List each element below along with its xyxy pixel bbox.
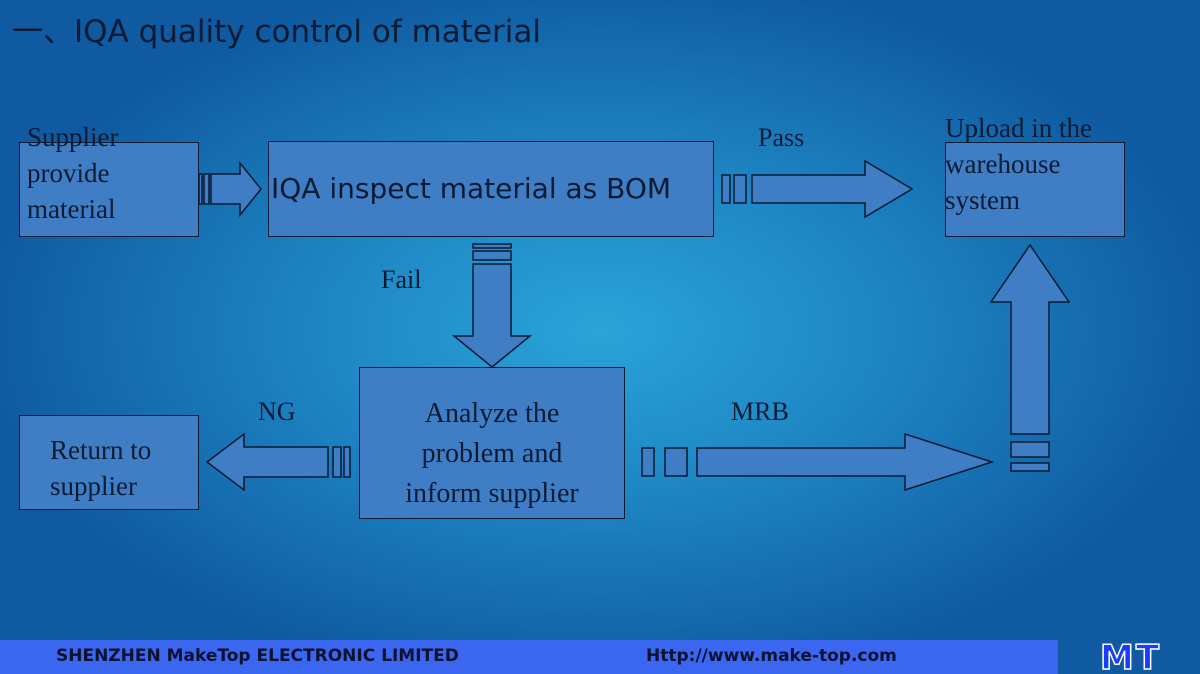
arrow-to-upload <box>989 243 1071 472</box>
upload-line-3: system <box>945 185 1021 215</box>
iqa-text: IQA inspect material as BOM <box>271 172 672 205</box>
analyze-line-2: problem and <box>421 438 563 469</box>
arrow-pass <box>721 159 914 219</box>
arrow-fail <box>451 243 533 368</box>
return-line-2: supplier <box>50 471 137 501</box>
iqa-box <box>268 141 714 237</box>
supplier-line-1: Supplier <box>27 122 119 152</box>
edge-label-ng: NG <box>258 397 296 426</box>
supplier-box <box>19 142 199 237</box>
slide-title: 一、IQA quality control of material <box>12 14 541 50</box>
analyze-line-3: inform supplier <box>405 478 579 509</box>
upload-box <box>945 142 1125 237</box>
arrow-supplier-to-iqa <box>198 160 262 218</box>
footer-url: Http://www.make-top.com <box>646 646 897 666</box>
arrow-mrb <box>641 432 995 492</box>
return-line-1: Return to <box>50 435 152 465</box>
arrow-ng <box>205 432 351 492</box>
upload-line-1: Upload in the <box>945 113 1092 143</box>
upload-line-2: warehouse <box>945 149 1061 179</box>
upload-text: Upload in the warehouse system <box>945 110 1092 218</box>
footer-bar <box>0 640 1058 674</box>
analyze-line-1: Analyze the <box>424 398 560 429</box>
return-box <box>19 415 199 510</box>
supplier-text: Supplier provide material <box>27 119 119 227</box>
supplier-line-2: provide <box>27 158 110 188</box>
edge-label-mrb: MRB <box>731 397 789 426</box>
edge-label-pass: Pass <box>758 123 805 152</box>
return-text: Return to supplier <box>50 432 151 504</box>
analyze-box <box>359 367 625 519</box>
edge-label-fail: Fail <box>381 265 422 294</box>
footer-company: SHENZHEN MakeTop ELECTRONIC LIMITED <box>56 646 459 666</box>
analyze-text: Analyze the problem and inform supplier <box>359 394 625 514</box>
supplier-line-3: material <box>27 194 116 224</box>
company-logo: MT <box>1099 637 1162 674</box>
